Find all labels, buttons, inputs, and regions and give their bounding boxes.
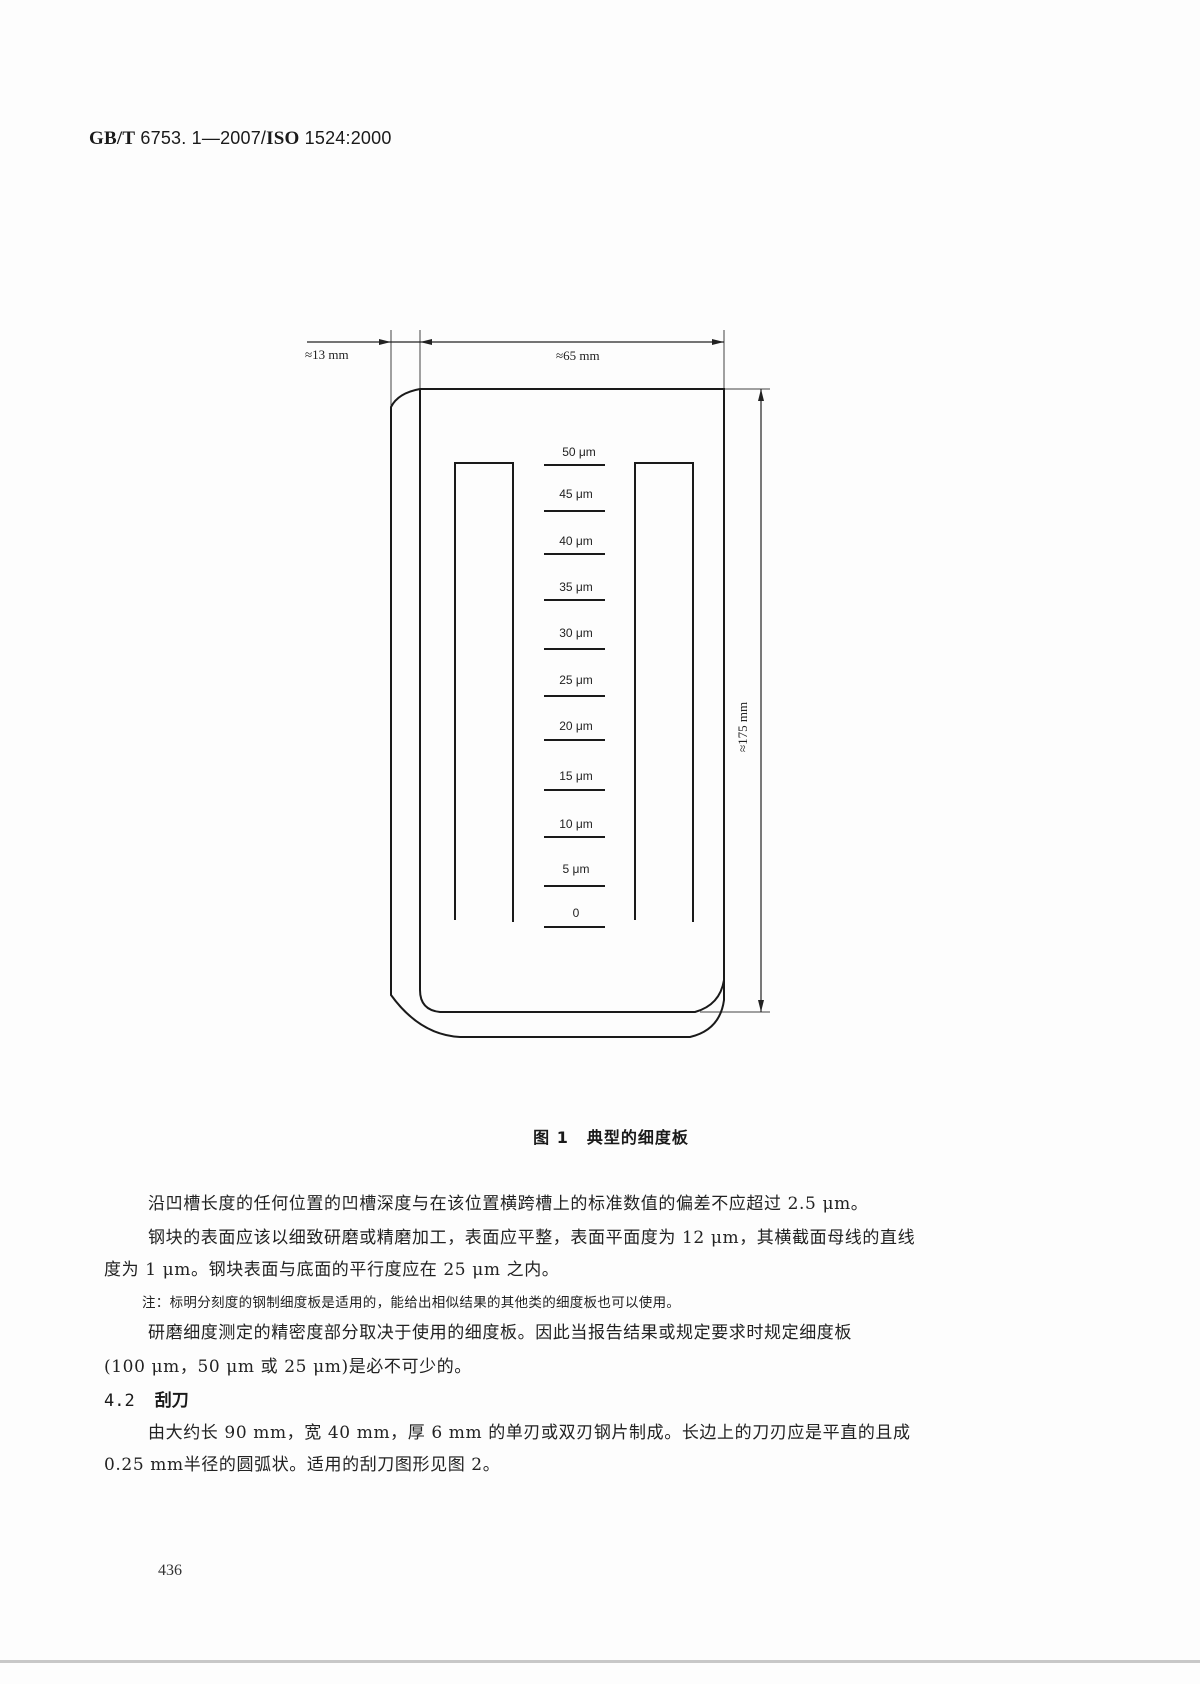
tick-label: 40 μm (559, 534, 593, 548)
plate-inner-edge (419, 389, 725, 1013)
paragraph-precision-line1: 研磨细度测定的精密度部分取决于使用的细度板。因此当报告结果或规定要求时规定细度板 (148, 1323, 852, 1343)
paragraph-surface-line1: 钢块的表面应该以细致研磨或精磨加工，表面应平整，表面平面度为 12 μm，其横截… (148, 1228, 916, 1248)
section-heading-scraper: 4.2 刮刀 (104, 1386, 189, 1411)
fineness-gauge-figure: ≈13 mm ≈65 mm ≈175 mm 50 μm 45 μm 40 μm … (305, 330, 770, 1038)
standard-number: 6753. 1—2007/ (135, 128, 267, 148)
dimension-lines (307, 339, 764, 1012)
groove-left (454, 462, 514, 922)
paragraph-surface-line2: 度为 1 μm。钢块表面与底面的平行度应在 25 μm 之内。 (104, 1260, 560, 1280)
scale-ticks (544, 464, 605, 928)
tick-label: 35 μm (559, 580, 593, 594)
standard-code: GB/T (89, 128, 136, 149)
fineness-gauge-drawing (307, 330, 770, 1038)
dimension-label-height: ≈175 mm (735, 701, 751, 753)
tick-label: 30 μm (559, 626, 593, 640)
paragraph-groove-depth: 沿凹槽长度的任何位置的凹槽深度与在该位置横跨槽上的标准数值的偏差不应超过 2.5… (148, 1194, 869, 1214)
iso-number: 1524:2000 (299, 128, 392, 148)
figure-number: 图 1 (533, 1128, 569, 1147)
tick-label: 5 μm (562, 862, 590, 876)
standard-header: GB/T 6753. 1—2007/ISO 1524:2000 (89, 128, 392, 150)
figure-caption: 图 1 典型的细度板 (0, 1124, 1200, 1148)
plate-outline (390, 388, 725, 1038)
dimension-label-left: ≈13 mm (305, 347, 349, 362)
iso-code: ISO (266, 128, 300, 149)
section-number: 4.2 (104, 1391, 135, 1411)
tick-label: 20 μm (559, 719, 593, 733)
tick-label: 10 μm (559, 817, 593, 831)
dimension-label-width: ≈65 mm (556, 348, 600, 363)
tick-label: 45 μm (559, 487, 593, 501)
tick-label: 50 μm (562, 445, 596, 459)
section-title: 刮刀 (154, 1391, 189, 1411)
note: 注：标明分刻度的钢制细度板是适用的，能给出相似结果的其他类的细度板也可以使用。 (142, 1295, 681, 1311)
groove-right (634, 462, 694, 922)
tick-label: 25 μm (559, 673, 593, 687)
paragraph-precision-line2: (100 μm，50 μm 或 25 μm)是必不可少的。 (104, 1357, 472, 1377)
figure-title: 典型的细度板 (586, 1128, 689, 1147)
tick-label: 15 μm (559, 769, 593, 783)
page-number: 436 (158, 1562, 182, 1579)
tick-label: 0 (572, 906, 580, 920)
page-bottom-edge (0, 1660, 1200, 1663)
paragraph-scraper-line2: 0.25 mm半径的圆弧状。适用的刮刀图形见图 2。 (104, 1455, 501, 1475)
paragraph-scraper-line1: 由大约长 90 mm，宽 40 mm，厚 6 mm 的单刃或双刃钢片制成。长边上… (148, 1423, 911, 1443)
